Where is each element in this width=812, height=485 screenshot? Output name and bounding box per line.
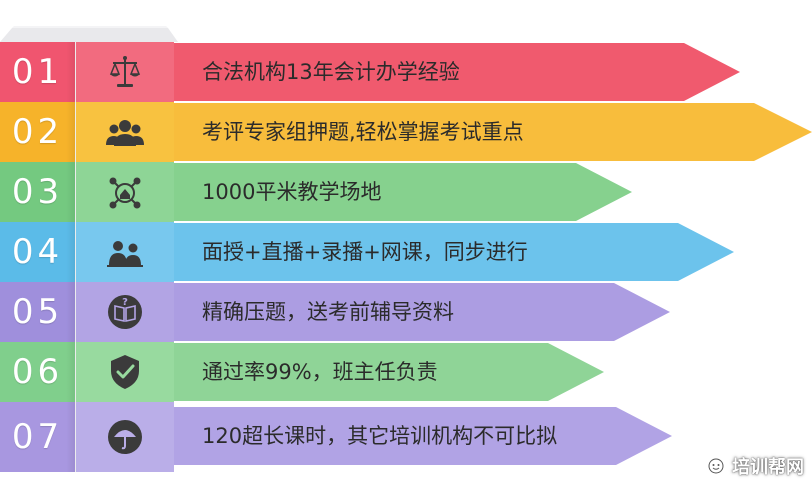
- feature-arrow: 120超长课时，其它培训机构不可比拟: [174, 407, 672, 465]
- question-book-icon: ?: [108, 295, 142, 329]
- row-icon-panel: [76, 222, 174, 282]
- feature-arrow: 精确压题，送考前辅导资料: [174, 283, 670, 341]
- svg-text:?: ?: [122, 297, 128, 308]
- feature-text: 120超长课时，其它培训机构不可比拟: [202, 424, 558, 448]
- row-icon-panel: [76, 162, 174, 222]
- row-icon-panel: [76, 402, 174, 472]
- feature-text: 考评专家组押题,轻松掌握考试重点: [202, 120, 524, 144]
- feature-arrow: 合法机构13年会计办学经验: [174, 43, 740, 101]
- feature-text: 通过率99%，班主任负责: [202, 360, 438, 384]
- row-number: 01: [0, 42, 76, 102]
- feature-text: 精确压题，送考前辅导资料: [202, 300, 454, 324]
- feature-text: 合法机构13年会计办学经验: [202, 60, 460, 84]
- network-home-icon: [109, 177, 141, 209]
- feature-arrow: 面授+直播+录播+网课，同步进行: [174, 223, 734, 281]
- row-number: 05: [0, 282, 76, 342]
- feature-arrow: 通过率99%，班主任负责: [174, 343, 604, 401]
- top-cap: [0, 26, 178, 42]
- row-icon-panel: [76, 102, 174, 162]
- feature-text: 1000平米教学场地: [202, 180, 382, 204]
- row-number: 03: [0, 162, 76, 222]
- watermark: 培训帮网: [704, 453, 804, 479]
- row-icon-panel: ?: [76, 282, 174, 342]
- scales-icon: [109, 56, 141, 87]
- row-number: 06: [0, 342, 76, 402]
- watermark-text: 培训帮网: [732, 457, 804, 478]
- row-icon-panel: [76, 42, 174, 102]
- umbrella-icon: [108, 420, 142, 454]
- people-icon: [107, 241, 143, 267]
- group-icon: [106, 120, 144, 146]
- sun-face-icon: [705, 455, 727, 477]
- row-number: 07: [0, 402, 76, 472]
- row-number: 02: [0, 102, 76, 162]
- row-number: 04: [0, 222, 76, 282]
- shield-check-icon: [111, 355, 139, 389]
- feature-text: 面授+直播+录播+网课，同步进行: [202, 240, 528, 264]
- feature-arrow: 考评专家组押题,轻松掌握考试重点: [174, 103, 812, 161]
- feature-arrow: 1000平米教学场地: [174, 163, 632, 221]
- row-icon-panel: [76, 342, 174, 402]
